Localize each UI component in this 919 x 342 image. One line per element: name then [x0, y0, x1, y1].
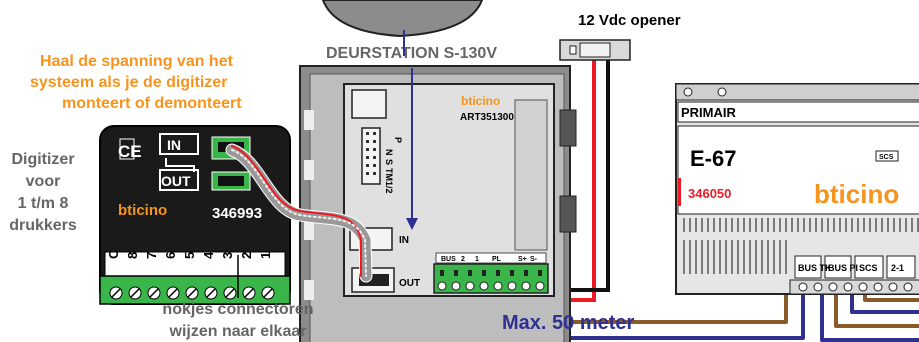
- door-station-title: DEURSTATION S-130V: [326, 45, 497, 62]
- st-term-bus: BUS: [441, 256, 456, 263]
- digitizer-ce-mark: CE: [118, 142, 142, 161]
- ps-term-bus-pi: BUS PI: [828, 263, 858, 273]
- connector-note-2: wijzen naar elkaar: [169, 323, 307, 340]
- dg-term-1: 1: [258, 252, 273, 259]
- dg-term-4: 4: [201, 251, 216, 259]
- switch-label-n: N: [384, 149, 394, 156]
- power-supply: [675, 83, 919, 295]
- switch-label-s: S: [384, 159, 394, 165]
- door-station: [299, 65, 577, 342]
- connector-note-1: nokjes connectoren: [162, 301, 313, 318]
- ps-term-bus-tk: BUS TK: [798, 263, 832, 273]
- st-term-s-minus: S-: [530, 256, 538, 263]
- dg-term-5: 5: [182, 252, 197, 259]
- station-in-label: IN: [399, 235, 409, 246]
- digitizer-caption-4: drukkers: [9, 217, 77, 234]
- dg-term-7: 7: [144, 252, 159, 259]
- st-term-1: 1: [475, 256, 479, 263]
- digitizer-model: 346993: [212, 205, 262, 222]
- station-article: ART351300: [460, 112, 514, 123]
- digitizer-caption-2: voor: [26, 173, 61, 190]
- dg-term-8: 8: [125, 252, 140, 259]
- warning-line-3: monteert of demonteert: [62, 95, 242, 112]
- speaker-dome: [321, 0, 484, 38]
- digitizer-caption-3: 1 t/m 8: [18, 195, 69, 212]
- digitizer-caption-1: Digitizer: [11, 151, 74, 168]
- digitizer-in-label: IN: [167, 137, 181, 153]
- dg-term-6: 6: [163, 252, 178, 259]
- ps-model: E-67: [690, 146, 736, 171]
- ps-brand: bticino: [814, 179, 899, 209]
- ps-scs-mark: SCS: [879, 154, 894, 161]
- dg-term-3: 3: [220, 252, 235, 259]
- switch-label-p: P: [393, 137, 403, 143]
- ribbon-cable: [225, 143, 373, 283]
- warning-line-2: systeem als je de digitizer: [30, 74, 227, 91]
- ps-primary-label: PRIMAIR: [681, 105, 737, 120]
- ps-article: 346050: [688, 186, 731, 201]
- warning-line-1: Haal de spanning van het: [40, 53, 234, 70]
- digitizer-out-label: OUT: [161, 173, 191, 189]
- ps-term-2-1: 2-1: [891, 263, 904, 273]
- switch-label-tm: TM: [384, 168, 394, 181]
- st-term-pl: PL: [492, 256, 502, 263]
- digitizer-brand: bticino: [118, 202, 167, 219]
- station-brand: bticino: [461, 94, 500, 108]
- st-term-s-plus: S+: [518, 256, 527, 263]
- station-out-label: OUT: [399, 278, 420, 289]
- st-term-2: 2: [461, 256, 465, 263]
- dg-term-c: C: [106, 249, 121, 259]
- ps-term-scs: SCS: [859, 263, 878, 273]
- dg-term-2: 2: [239, 252, 254, 259]
- door-opener: [559, 39, 631, 61]
- opener-label: 12 Vdc opener: [578, 12, 681, 29]
- station-arrow: [403, 30, 418, 230]
- station-terminal-block: [433, 263, 549, 294]
- distance-label: Max. 50 meter: [502, 312, 635, 334]
- switch-label-half: 1/2: [384, 181, 394, 194]
